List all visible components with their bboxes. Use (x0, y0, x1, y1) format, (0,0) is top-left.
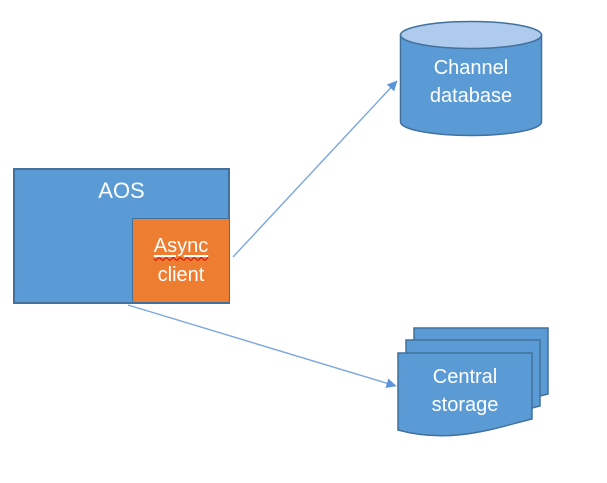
channel-database-label: Channel database (400, 54, 542, 110)
async-word-spellcheck: Async (153, 234, 209, 257)
async-client-node: Async client (132, 218, 230, 303)
cylinder-top (399, 20, 543, 50)
central-storage-label: Central storage (398, 363, 532, 419)
central-storage-shape (397, 327, 549, 437)
channel-database-shape (399, 20, 543, 137)
async-word-underlined: Async (154, 232, 208, 261)
arrow-aos-to-central-storage (127, 304, 397, 389)
aos-label: AOS (98, 178, 145, 203)
client-word: client (157, 263, 205, 286)
database-word: database (429, 85, 513, 107)
channel-word: Channel (433, 57, 509, 79)
storage-word: storage (431, 394, 499, 416)
central-word: Central (432, 366, 498, 388)
arrow-async-client-to-channel-database (232, 80, 398, 258)
document-front-page (397, 352, 533, 437)
cylinder-body (399, 34, 543, 137)
async-client-label: Async client (154, 232, 208, 290)
